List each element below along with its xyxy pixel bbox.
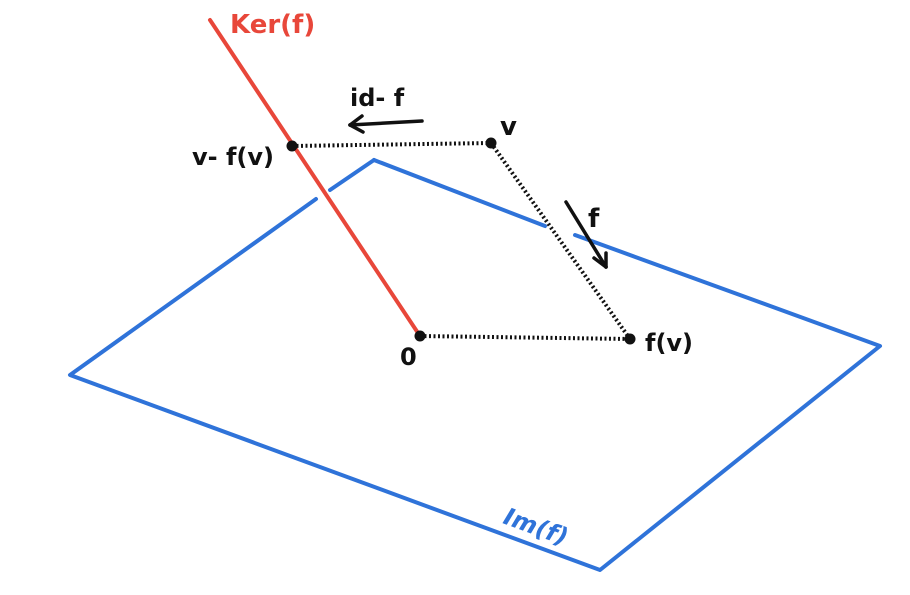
label-map: f	[588, 204, 600, 234]
label-kernel-component: v- f(v)	[192, 143, 274, 171]
point-origin	[414, 330, 426, 342]
image-plane-edge-back-right	[372, 158, 547, 228]
arrow-f	[564, 200, 608, 269]
kernel-line	[208, 18, 422, 338]
label-vector: v	[500, 112, 517, 142]
point-fv	[624, 333, 636, 345]
image-plane-edge-front	[68, 197, 882, 572]
image-plane	[68, 158, 882, 572]
label-projection: id- f	[350, 84, 405, 112]
points	[286, 137, 636, 345]
label-kernel: Ker(f)	[230, 10, 315, 40]
label-origin: 0	[400, 343, 417, 371]
construction-lines	[291, 141, 632, 341]
label-image: Im(f)	[500, 502, 572, 551]
arrow-id-minus-f	[348, 114, 424, 134]
label-image-of-vector: f(v)	[645, 329, 693, 357]
dotted-line-v-to-kernel-point	[291, 141, 492, 148]
point-kernel-component	[286, 140, 298, 152]
image-plane-edge-back-left	[328, 158, 376, 192]
dotted-line-origin-to-fv	[419, 334, 631, 341]
point-v	[485, 137, 497, 149]
dotted-line-v-to-fv	[489, 141, 632, 341]
